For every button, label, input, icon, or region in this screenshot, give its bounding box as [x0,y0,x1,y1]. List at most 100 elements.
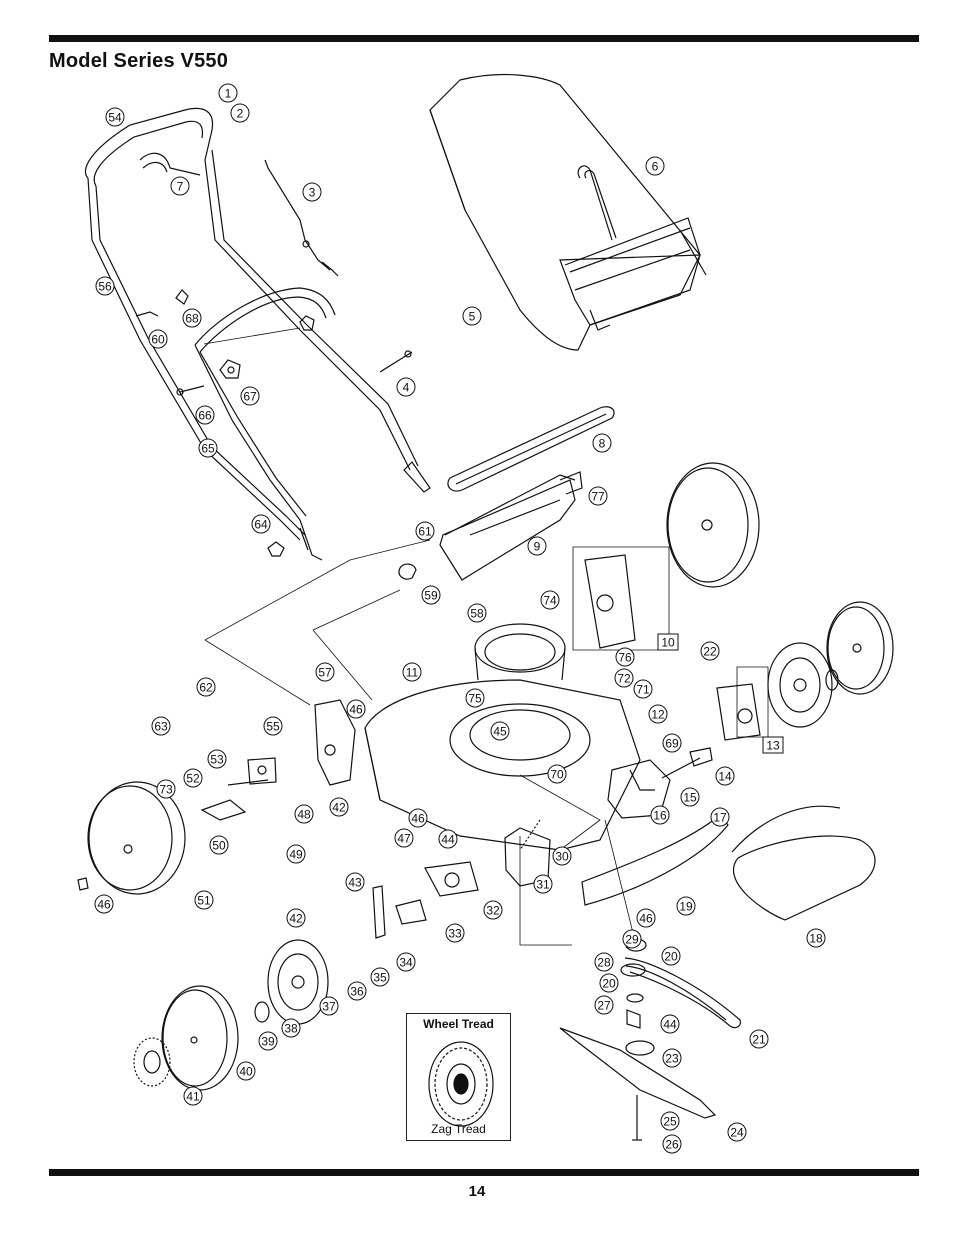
callout-marker [636,908,656,928]
callout-number: 27 [597,999,611,1013]
inset-caption: Zag Tread [431,1122,486,1136]
callout-46: 46 [408,808,428,828]
callout-number: 64 [254,518,268,532]
callout-41: 41 [183,1086,203,1106]
callout-38: 38 [281,1018,301,1038]
callout-number: 20 [664,950,678,964]
callout-number: 41 [186,1090,200,1104]
callout-number: 70 [550,768,564,782]
callout-57: 57 [315,662,335,682]
callout-number: 5 [469,310,476,324]
callout-marker [218,83,238,103]
callout-marker [258,1031,278,1051]
callout-9: 9 [527,536,547,556]
callout-number: 66 [198,409,212,423]
callout-76: 76 [615,647,635,667]
callout-16: 16 [650,805,670,825]
callout-30: 30 [552,846,572,866]
callout-2: 2 [230,103,250,123]
callout-number: 49 [289,848,303,862]
callout-number: 34 [399,956,413,970]
callout-marker [662,733,682,753]
callout-marker [105,107,125,127]
callout-49: 49 [286,844,306,864]
callout-marker [614,668,634,688]
callout-number: 75 [468,692,482,706]
callout-number: 30 [555,850,569,864]
callout-number: 29 [625,933,639,947]
callout-marker [286,844,306,864]
callout-64: 64 [251,514,271,534]
callout-77: 77 [588,486,608,506]
callout-number: 45 [493,725,507,739]
callout-marker [94,894,114,914]
callout-marker [302,182,322,202]
callout-marker [251,514,271,534]
callout-number: 61 [418,525,432,539]
callout-marker [662,1134,682,1154]
callout-marker [286,908,306,928]
callout-marker [396,952,416,972]
callout-number: 31 [536,878,550,892]
callout-marker [346,699,366,719]
callout-46: 46 [94,894,114,914]
front-left-wheel [133,939,329,1091]
callout-marker [394,828,414,848]
callout-number: 18 [809,932,823,946]
callout-71: 71 [633,679,653,699]
callout-6: 6 [645,156,665,176]
page-title: Model Series V550 [49,50,229,72]
callout-67: 67 [240,386,260,406]
callout-marker [236,1061,256,1081]
rear-right-wheel [666,462,760,588]
callout-42: 42 [286,908,306,928]
callout-marker [588,486,608,506]
callout-52: 52 [183,768,203,788]
callout-number: 13 [766,739,780,753]
callout-22: 22 [700,641,720,661]
callout-7: 7 [170,176,190,196]
callout-number: 17 [713,811,727,825]
callout-20: 20 [661,946,681,966]
callout-marker [749,1029,769,1049]
callout-73: 73 [156,779,176,799]
callout-62: 62 [196,677,216,697]
callout-74: 74 [540,590,560,610]
callout-number: 40 [239,1065,253,1079]
callout-31: 31 [533,874,553,894]
callout-marker [156,779,176,799]
callout-number: 50 [212,839,226,853]
callout-marker [762,736,784,754]
callout-marker [594,995,614,1015]
callout-number: 33 [448,927,462,941]
callout-marker [207,749,227,769]
callout-number: 63 [154,720,168,734]
callout-number: 37 [322,1000,336,1014]
callout-63: 63 [151,716,171,736]
callout-marker [196,677,216,697]
callout-marker [370,967,390,987]
callout-marker [660,1014,680,1034]
callout-marker [194,890,214,910]
callout-number: 38 [284,1022,298,1036]
callout-number: 42 [332,801,346,815]
callout-43: 43 [345,872,365,892]
callout-34: 34 [396,952,416,972]
callout-marker [657,633,679,651]
grass-bag [429,73,707,351]
callout-68: 68 [182,308,202,328]
callout-number: 21 [752,1033,766,1047]
callout-number: 20 [602,977,616,991]
callout-marker [95,276,115,296]
blade-assembly [559,805,876,1141]
callout-number: 26 [665,1138,679,1152]
callout-33: 33 [445,923,465,943]
callout-number: 68 [185,312,199,326]
callout-number: 23 [665,1052,679,1066]
callout-number: 32 [486,904,500,918]
wheel-tread-inset: Wheel Tread Zag Tread [406,1013,511,1141]
callout-20: 20 [599,973,619,993]
callout-marker [438,829,458,849]
callout-number: 46 [97,898,111,912]
